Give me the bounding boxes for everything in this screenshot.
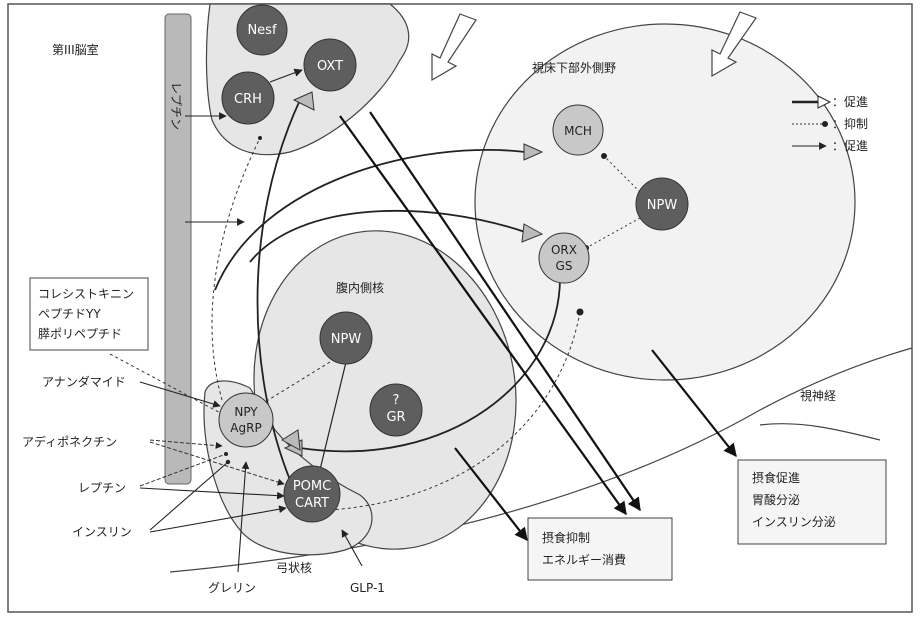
hollow-arrow-1 [431,13,477,82]
leptin-bar [164,13,192,485]
svg-text:AgRP: AgRP [230,421,261,435]
arcuate-label: 弓状核 [276,561,312,575]
adiponectin-label: アディポネクチン [22,434,117,449]
crh-to-lh-terminal [523,143,544,161]
anandamide-arrow [139,381,221,408]
glp1-arrow [341,529,363,567]
adiponectin-arrow-1 [149,439,223,449]
svg-text:：抑制: ：抑制 [832,116,868,131]
svg-text:：促進: ：促進 [832,139,868,153]
lh-to-pomc-dashed [329,311,581,511]
mch-node: MCH [552,104,604,156]
vmh-to-orx-curve [249,210,526,263]
feeding-suppression-box: 摂食抑制 エネルギー消費 [527,517,673,581]
leptin-label: レプチン [78,481,126,495]
svg-text:Nesf: Nesf [247,23,276,38]
lateral-hypothalamus-label: 視床下部外側野 [532,60,616,75]
feeding-promotion-box: 摂食促進 胃酸分泌 インスリン分泌 [737,459,887,545]
svg-text:NPW: NPW [331,332,362,347]
svg-text:コレシストキニン: コレシストキニン [38,287,134,301]
nesf-node: Nesf [236,4,288,56]
svg-text:OXT: OXT [317,59,343,74]
svg-text:インスリン分泌: インスリン分泌 [752,515,836,529]
svg-text:摂食促進: 摂食促進 [752,470,800,485]
optic-nerve-curve-2 [759,423,881,441]
npw-to-mch-dotted [603,155,641,193]
npy-to-pomc-terminal [281,429,301,451]
npw-vmh-to-pomc [315,361,347,479]
npy-to-crh-dashed [211,136,262,401]
insulin-arrow-2 [149,505,287,533]
leptin-input-arrow-2 [139,487,285,500]
svg-text:NPY: NPY [234,405,258,419]
npw-to-orx-dotted [585,217,641,249]
hollow-arrow-2 [711,11,757,78]
leptin-bar-label: レプチン [169,82,183,130]
leptin-input-arrow-1 [139,452,228,487]
diagram-frame [7,3,913,613]
svg-text:CART: CART [295,496,329,511]
vmh-to-orx-terminal [521,223,544,243]
third-ventricle-label: 第III脳室 [52,42,99,57]
anandamide-label: アナンダマイド [42,374,126,389]
legend: ：促進 ：抑制 ：促進 [792,95,868,153]
npy-agrp-node: NPY AgRP [218,392,274,448]
ghrelin-label: グレリン [208,581,256,595]
adiponectin-arrow-2 [149,441,285,486]
npw-lh-node: NPW [635,177,689,231]
svg-text:：促進: ：促進 [832,95,868,109]
optic-nerve-label: 視神経 [800,388,836,403]
ghrelin-arrow [237,461,250,573]
glp1-label: GLP-1 [350,581,385,595]
svg-text:ORX: ORX [551,243,577,257]
svg-text:GR: GR [386,410,405,425]
insulin-label: インスリン [72,525,132,539]
crh-oxt-arrow [269,68,303,83]
oxt-to-suppress-arrow [369,111,641,512]
npw-vmh-node: NPW [319,311,373,365]
npw-mch-dot [601,153,607,159]
lh-to-promote-arrow [651,349,737,458]
svg-text:CRH: CRH [234,92,262,107]
orx-gs-node: ORX GS [538,232,590,284]
gut-hormone-box: コレシストキニン ペプチドYY 膵ポリペプチド [29,277,149,351]
crh-node: CRH [221,71,275,125]
svg-text:MCH: MCH [564,124,592,138]
svg-text:膵ポリペプチド: 膵ポリペプチド [38,327,122,341]
svg-text:ペプチドYY: ペプチドYY [38,307,101,321]
crh-to-lh-curve [214,149,526,291]
svg-text:GS: GS [556,259,573,273]
insulin-arrow-1 [149,459,231,531]
orx-to-pomc-curve [299,277,561,453]
svg-text:胃酸分泌: 胃酸分泌 [752,492,800,507]
svg-text:NPW: NPW [647,198,678,213]
oxt-node: OXT [303,38,357,92]
svg-text:摂食抑制: 摂食抑制 [542,530,590,545]
crh-to-suppress-arrow [339,115,627,516]
lh-dashed-dot [576,308,584,316]
pomc-to-crh-terminal [292,91,315,111]
svg-text:エネルギー消費: エネルギー消費 [542,552,626,567]
pomc-to-crh-curve [256,99,301,481]
svg-text:POMC: POMC [293,479,331,494]
ventromedial-label: 腹内側核 [336,281,384,295]
gut-input-dashed [109,353,227,417]
gr-to-suppress-arrow [454,447,528,542]
svg-text:?: ? [393,393,400,408]
pomc-cart-node: POMC CART [283,465,341,523]
gr-node: ? GR [369,383,423,437]
